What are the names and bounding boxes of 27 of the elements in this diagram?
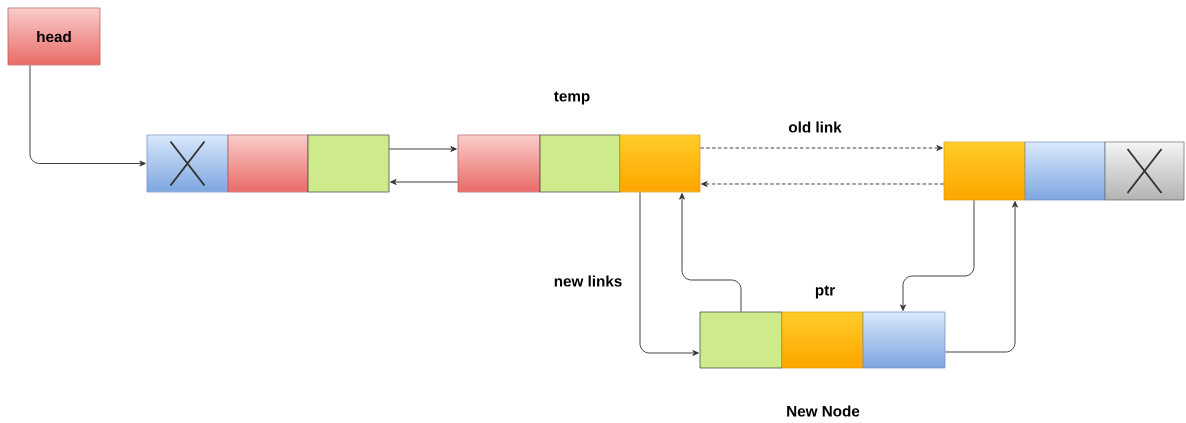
- arrow: [679, 193, 742, 313]
- field-cell: [539, 134, 621, 193]
- arrow: [944, 201, 1018, 353]
- field-cell: [1104, 141, 1185, 201]
- arrow: [639, 191, 699, 356]
- field-cell: [146, 134, 229, 193]
- field-cell: [307, 134, 390, 193]
- arrow: [29, 64, 146, 167]
- pointer-box: head: [7, 7, 101, 66]
- text-label: ptr: [815, 285, 835, 299]
- field-cell: [1024, 141, 1106, 201]
- field-cell: [227, 134, 309, 193]
- field-cell: [781, 311, 864, 369]
- text-label: New Node: [787, 405, 860, 417]
- text-label: new links: [554, 275, 622, 287]
- arrow: [388, 146, 457, 152]
- text-label: temp: [554, 91, 590, 105]
- field-cell: [699, 311, 783, 369]
- arrow: [699, 145, 943, 151]
- field-cell: [862, 311, 946, 369]
- edge-label: old link: [787, 120, 843, 134]
- arrow: [701, 181, 945, 187]
- field-cell: [619, 134, 701, 193]
- field-cell: [943, 141, 1026, 201]
- field-cell: [457, 134, 541, 193]
- arrow: [390, 179, 459, 185]
- arrow: [900, 199, 975, 311]
